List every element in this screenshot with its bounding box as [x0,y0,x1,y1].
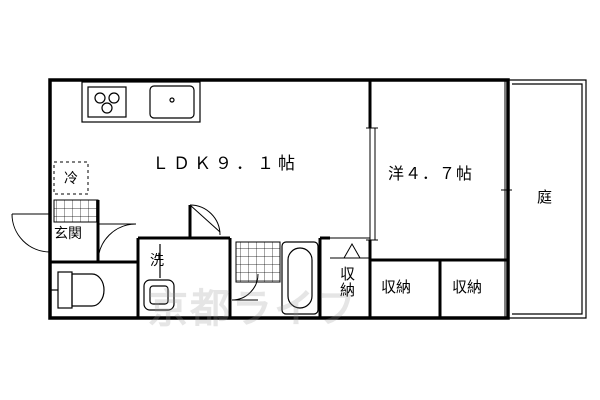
washbasin [143,244,175,311]
bath-floor [235,241,281,283]
fridge-space [53,161,89,195]
watermark: 京都ライフ [148,286,358,332]
toilet [50,271,105,309]
bathtub [281,241,319,315]
entrance-door [11,213,51,253]
western-room-label: 洋４．７帖 [388,164,474,183]
garden-label: 庭 [537,188,553,206]
shoe-box [53,199,99,223]
washer-label: 洗 [150,253,164,269]
storage-label-1: 収納 [381,278,412,296]
storage-label-2: 収納 [452,278,483,296]
garden-area [508,79,587,319]
fridge-label: 冷 [64,171,78,187]
ldk-label: ＬＤＫ９．１帖 [152,154,299,174]
kitchen-counter [81,81,201,123]
entrance-label: 玄関 [54,226,82,242]
storage-triangle-icon [343,242,361,259]
interior-walls [50,80,508,318]
storage-vertical-label: 収納 [338,266,356,298]
